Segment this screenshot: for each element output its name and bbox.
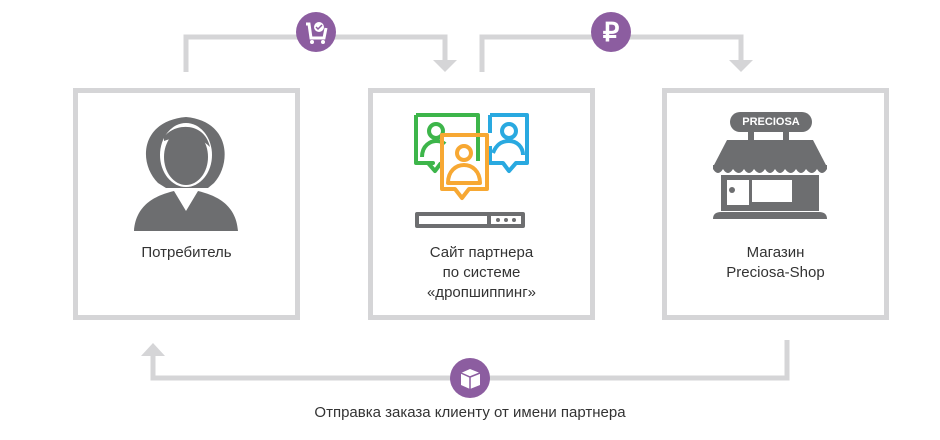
node-label: Потребитель <box>141 244 232 261</box>
cart-check-icon <box>296 12 336 52</box>
node-partner-site: Сайт партнера по системе «дропшиппинг» <box>368 88 595 320</box>
woman-avatar-icon <box>134 117 238 231</box>
bottom-caption: Отправка заказа клиенту от имени партнер… <box>314 404 626 421</box>
node-consumer: Потребитель <box>73 88 300 320</box>
arrow-up-icon <box>141 343 165 356</box>
node-label: Preciosa-Shop <box>726 264 825 281</box>
partner-site-icon <box>414 113 529 228</box>
node-label: по системе <box>442 264 521 281</box>
ruble-icon: ₽ <box>591 12 631 52</box>
arrow-down-icon <box>729 60 753 72</box>
store-sign: PRECIOSA <box>730 112 812 132</box>
node-label: Сайт партнера <box>429 244 534 261</box>
node-shop: PRECIOSA Магазин Preciosa-Shop <box>662 88 889 320</box>
node-label: Магазин <box>746 244 805 261</box>
node-label: «дропшиппинг» <box>426 284 537 301</box>
arrow-down-icon <box>433 60 457 72</box>
package-icon <box>450 358 490 398</box>
store-sign-text: PRECIOSA <box>742 116 800 128</box>
